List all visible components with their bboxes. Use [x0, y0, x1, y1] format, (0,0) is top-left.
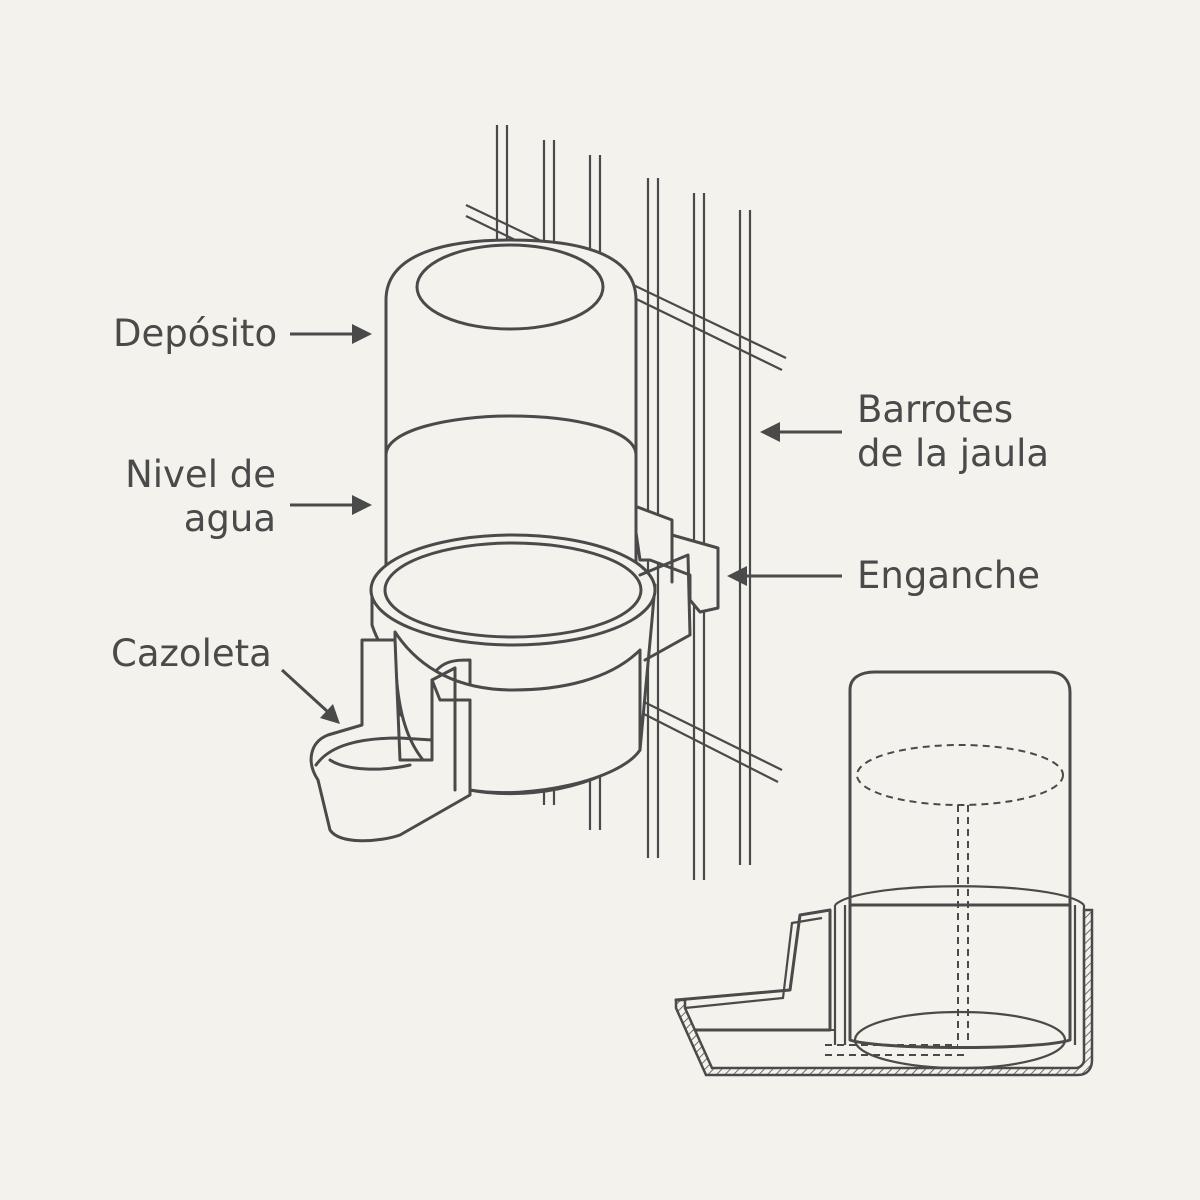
label-barrotes: Barrotes de la jaula [857, 388, 1049, 476]
label-nivel-de-agua: Nivel de agua [100, 453, 276, 541]
feeder-base [309, 533, 692, 843]
reservoir [384, 238, 638, 592]
cross-section [674, 670, 1094, 1077]
callout-arrows [280, 324, 842, 724]
label-enganche: Enganche [857, 554, 1040, 597]
label-deposito: Depósito [113, 312, 278, 355]
label-barrotes-line2: de la jaula [857, 432, 1050, 475]
hook [630, 503, 720, 614]
label-nivel-line2: agua [183, 497, 276, 540]
label-cazoleta: Cazoleta [111, 632, 272, 675]
label-nivel-line1: Nivel de [125, 453, 276, 496]
label-barrotes-line1: Barrotes [857, 388, 1014, 431]
